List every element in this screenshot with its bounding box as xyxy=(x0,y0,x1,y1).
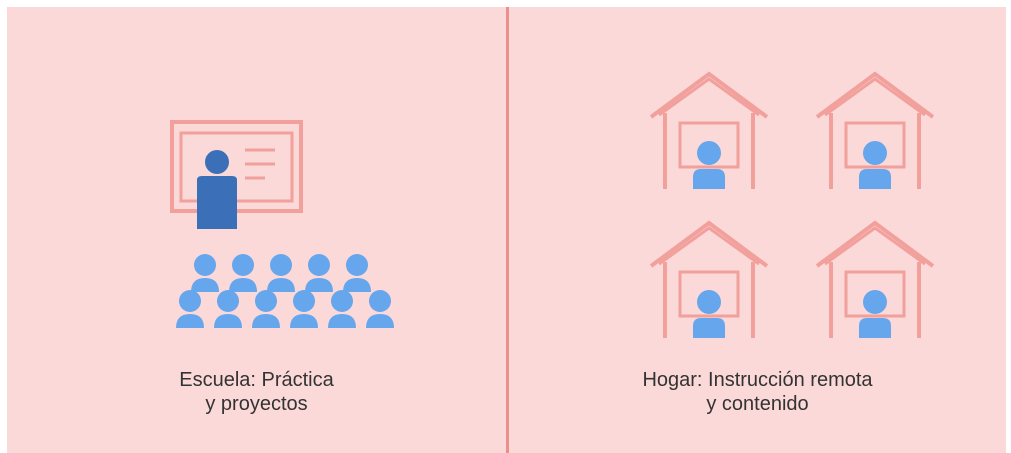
student-icon xyxy=(214,290,242,328)
home-panel: Hogar: Instrucción remota y contenido xyxy=(509,7,1006,453)
student-icon xyxy=(252,290,280,328)
school-caption-line1: Escuela: Práctica xyxy=(179,369,334,391)
student-icon xyxy=(343,254,371,292)
student-icon xyxy=(176,290,204,328)
house-student-icon xyxy=(815,71,935,196)
student-icon xyxy=(290,290,318,328)
panel-divider xyxy=(506,7,509,453)
homes-grid xyxy=(509,7,1006,367)
school-caption-line2: y proyectos xyxy=(205,393,308,415)
teacher-icon xyxy=(197,150,237,229)
student-icon xyxy=(229,254,257,292)
student-icon xyxy=(191,254,219,292)
student-icon xyxy=(305,254,333,292)
student-icon xyxy=(328,290,356,328)
house-student-icon xyxy=(815,220,935,345)
home-caption-line2: y contenido xyxy=(706,393,809,415)
diagram-frame: Escuela: Práctica y proyectos Hogar: Ins… xyxy=(7,7,1006,453)
house-student-icon xyxy=(649,71,769,196)
home-caption-line1: Hogar: Instrucción remota xyxy=(642,369,873,391)
students-icon xyxy=(176,254,394,328)
home-caption: Hogar: Instrucción remota y contenido xyxy=(509,368,1006,416)
school-caption: Escuela: Práctica y proyectos xyxy=(7,368,506,416)
house-student-icon xyxy=(649,220,769,345)
school-panel: Escuela: Práctica y proyectos xyxy=(7,7,506,453)
student-icon xyxy=(267,254,295,292)
classroom-icon xyxy=(170,120,394,328)
student-icon xyxy=(366,290,394,328)
